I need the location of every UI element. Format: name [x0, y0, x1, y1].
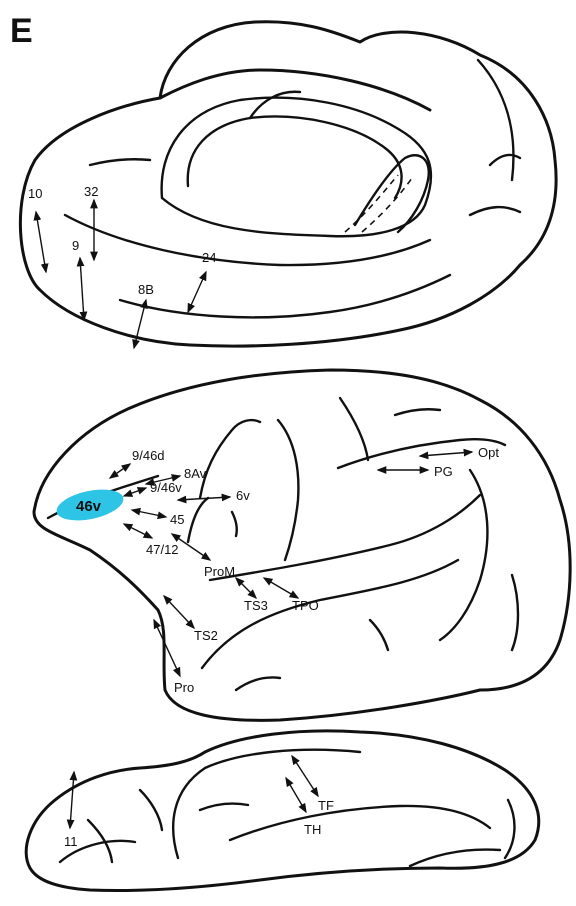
label-8B: 8B [138, 282, 154, 297]
arrow-9-46v [124, 488, 146, 496]
label-Pro: Pro [174, 680, 194, 695]
label-9: 9 [72, 238, 79, 253]
label-Opt: Opt [478, 445, 499, 460]
label-TS2: TS2 [194, 628, 218, 643]
arrow-TPO [264, 578, 298, 598]
arcuate-sulcus-upper [200, 420, 260, 498]
label-6v: 6v [236, 488, 250, 503]
label-8Av: 8Av [184, 466, 207, 481]
arrow-9-46d [110, 464, 130, 478]
thalamus-outline [355, 155, 429, 232]
arrow-24 [188, 272, 206, 312]
medial-inner-top [160, 70, 430, 110]
central-sulcus [278, 420, 298, 560]
lateral-sulcus [210, 495, 480, 580]
superior-temporal-sulcus [202, 560, 458, 668]
arrow-TF [292, 756, 318, 796]
arrow-TH [286, 778, 306, 812]
label-10: 10 [28, 186, 42, 201]
arrow-9 [80, 258, 84, 320]
occipital-sulcus-2 [490, 155, 520, 165]
medial-sulcus-front [90, 159, 150, 165]
label-46v: 46v [76, 498, 102, 515]
label-24: 24 [202, 250, 216, 265]
arrow-10 [36, 212, 46, 272]
label-TF: TF [318, 798, 334, 813]
ventral-medial-sulcus [410, 850, 500, 866]
occipital-sulcus-1 [478, 60, 513, 180]
arrow-11 [70, 772, 74, 828]
parietal-sulcus-1 [340, 398, 368, 460]
corpus-callosum-inner [188, 117, 402, 198]
arrow-45 [132, 510, 166, 517]
label-45: 45 [170, 512, 184, 527]
arrow-TS2 [164, 596, 194, 628]
label-9-46d: 9/46d [132, 448, 165, 463]
temporal-sulcus-small-1 [370, 620, 388, 650]
ventral-occipital-sulcus [505, 800, 514, 858]
arrow-Opt [420, 452, 472, 456]
occipital-sulcus-3 [470, 207, 520, 215]
label-TH: TH [304, 822, 321, 837]
label-TS3: TS3 [244, 598, 268, 613]
label-TPO: TPO [292, 598, 319, 613]
label-11: 11 [64, 834, 78, 849]
lateral-view: 46v 9/46d 8Av 9/46v 6v 45 47/12 ProM TS3… [34, 370, 570, 720]
arcuate-sulcus-lower [188, 498, 208, 542]
label-9-46v: 9/46v [150, 480, 182, 495]
temporal-sulcus-small-2 [236, 678, 280, 691]
cingulate-sulcus [65, 215, 430, 265]
medial-view: 10 32 9 24 8B [20, 22, 556, 348]
ventral-rhinal-sulcus [230, 806, 490, 840]
ventral-view: 11 TF TH [26, 731, 539, 891]
fornix-curve [250, 92, 300, 118]
label-32: 32 [84, 184, 98, 199]
lateral-outline [34, 370, 570, 720]
occipital-pole-sulcus [512, 575, 518, 650]
arrow-6v [178, 497, 230, 500]
medial-sulcus-bottom [120, 275, 450, 317]
arrow-47-12 [124, 524, 152, 538]
ventral-outline [26, 731, 539, 891]
label-ProM: ProM [204, 564, 235, 579]
parietal-sulcus-2 [395, 409, 440, 415]
frontal-sulcus-small [232, 512, 237, 536]
arrow-Pro [154, 620, 180, 676]
arrow-8B [134, 300, 146, 348]
label-47-12: 47/12 [146, 542, 179, 557]
ventral-sulcus-frontal-3 [140, 790, 162, 830]
label-PG: PG [434, 464, 453, 479]
arrow-TS3 [236, 578, 256, 598]
ventral-temporal-sulcus [200, 804, 248, 810]
panel-letter: E [10, 12, 33, 50]
